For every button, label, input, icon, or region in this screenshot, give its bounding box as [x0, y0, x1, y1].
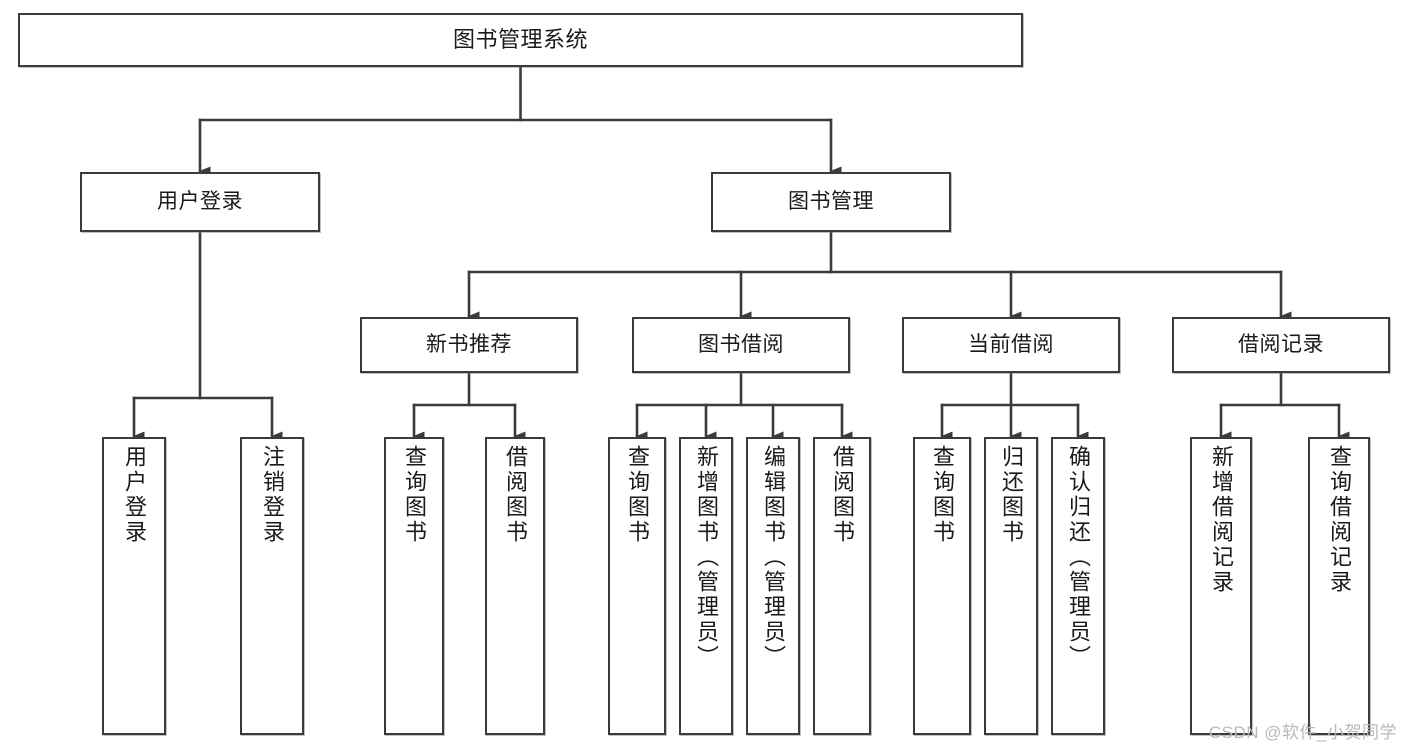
node-label: 借阅图书	[830, 445, 855, 545]
node-label: 图书借阅	[698, 332, 784, 356]
node-root[interactable]: 图书管理系统	[18, 13, 1023, 67]
node-leaf-query-book-2[interactable]: 查询图书	[608, 437, 666, 735]
node-leaf-add-borrow-record[interactable]: 新增借阅记录	[1190, 437, 1252, 735]
node-book-manage[interactable]: 图书管理	[711, 172, 951, 232]
node-label: 用户登录	[122, 445, 147, 545]
node-label: 借阅图书	[503, 445, 528, 545]
node-leaf-user-logout[interactable]: 注销登录	[240, 437, 304, 735]
node-leaf-confirm-return-admin[interactable]: 确认归还（管理员）	[1051, 437, 1105, 735]
watermark: CSDN @软件_小贺同学	[1208, 723, 1397, 742]
node-leaf-borrow-book-2[interactable]: 借阅图书	[813, 437, 871, 735]
node-leaf-user-login[interactable]: 用户登录	[102, 437, 166, 735]
node-label: 图书管理	[788, 189, 874, 213]
node-leaf-edit-book-admin[interactable]: 编辑图书（管理员）	[746, 437, 800, 735]
node-leaf-query-book-1[interactable]: 查询图书	[384, 437, 444, 735]
node-leaf-borrow-book-1[interactable]: 借阅图书	[485, 437, 545, 735]
node-current-borrow[interactable]: 当前借阅	[902, 317, 1120, 373]
node-new-book-rec[interactable]: 新书推荐	[360, 317, 578, 373]
node-label: 编辑图书（管理员）	[761, 445, 786, 670]
node-label: 查询借阅记录	[1327, 445, 1352, 595]
node-label: 查询图书	[930, 445, 955, 545]
node-label: 当前借阅	[968, 332, 1054, 356]
node-label: 注销登录	[260, 445, 285, 545]
node-book-borrow[interactable]: 图书借阅	[632, 317, 850, 373]
node-leaf-add-book-admin[interactable]: 新增图书（管理员）	[679, 437, 733, 735]
node-label: 查询图书	[402, 445, 427, 545]
node-label: 用户登录	[157, 189, 243, 213]
node-user-login[interactable]: 用户登录	[80, 172, 320, 232]
node-label: 新增图书（管理员）	[694, 445, 719, 670]
node-label: 新增借阅记录	[1209, 445, 1234, 595]
node-label: 归还图书	[999, 445, 1024, 545]
node-leaf-query-book-3[interactable]: 查询图书	[913, 437, 971, 735]
node-leaf-query-borrow-record[interactable]: 查询借阅记录	[1308, 437, 1370, 735]
node-label: 查询图书	[625, 445, 650, 545]
node-leaf-return-book[interactable]: 归还图书	[984, 437, 1038, 735]
node-label: 新书推荐	[426, 332, 512, 356]
node-label: 借阅记录	[1238, 332, 1324, 356]
node-label: 确认归还（管理员）	[1066, 445, 1091, 670]
node-label: 图书管理系统	[452, 27, 588, 53]
node-borrow-record[interactable]: 借阅记录	[1172, 317, 1390, 373]
